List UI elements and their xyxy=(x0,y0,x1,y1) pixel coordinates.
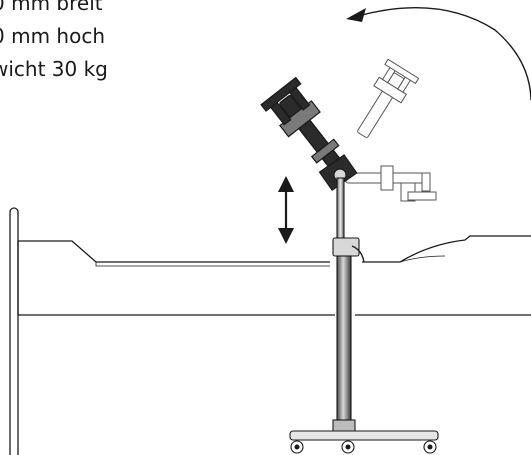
bed-post xyxy=(9,207,19,455)
mattress-line xyxy=(95,262,330,267)
pole-upper xyxy=(336,177,345,239)
spec-weight-text: wicht 30 kg xyxy=(0,57,108,81)
mattress-curve xyxy=(399,255,446,263)
height-arrow xyxy=(278,176,294,244)
height-arrowhead-up xyxy=(278,176,294,192)
spec-text-block: 0 mm breit 0 mm hoch wicht 30 kg xyxy=(0,0,200,90)
caster-wheels xyxy=(290,440,437,454)
bed-top-edge-left xyxy=(18,240,330,263)
rotation-arrowhead-left xyxy=(346,8,366,22)
rotation-arrow xyxy=(346,7,531,101)
holder-ghost-horizontal xyxy=(345,165,437,202)
pole-base-block xyxy=(332,419,356,433)
spec-height-text: 0 mm hoch xyxy=(0,24,105,48)
stand-pole xyxy=(332,177,365,433)
bed xyxy=(9,207,531,455)
holder-ghost-positions xyxy=(345,58,437,202)
bed-top-edge-right xyxy=(362,235,531,263)
rolling-base xyxy=(289,430,439,454)
clamp-lever xyxy=(351,245,365,263)
tablet-holder-arm xyxy=(260,76,358,191)
spec-width-text: 0 mm breit xyxy=(0,0,103,15)
pole-lower xyxy=(336,255,352,425)
base-bar xyxy=(289,430,439,441)
rotation-arc xyxy=(361,7,531,101)
height-arrowhead-down xyxy=(278,228,294,244)
holder-ghost-upper xyxy=(357,58,420,138)
